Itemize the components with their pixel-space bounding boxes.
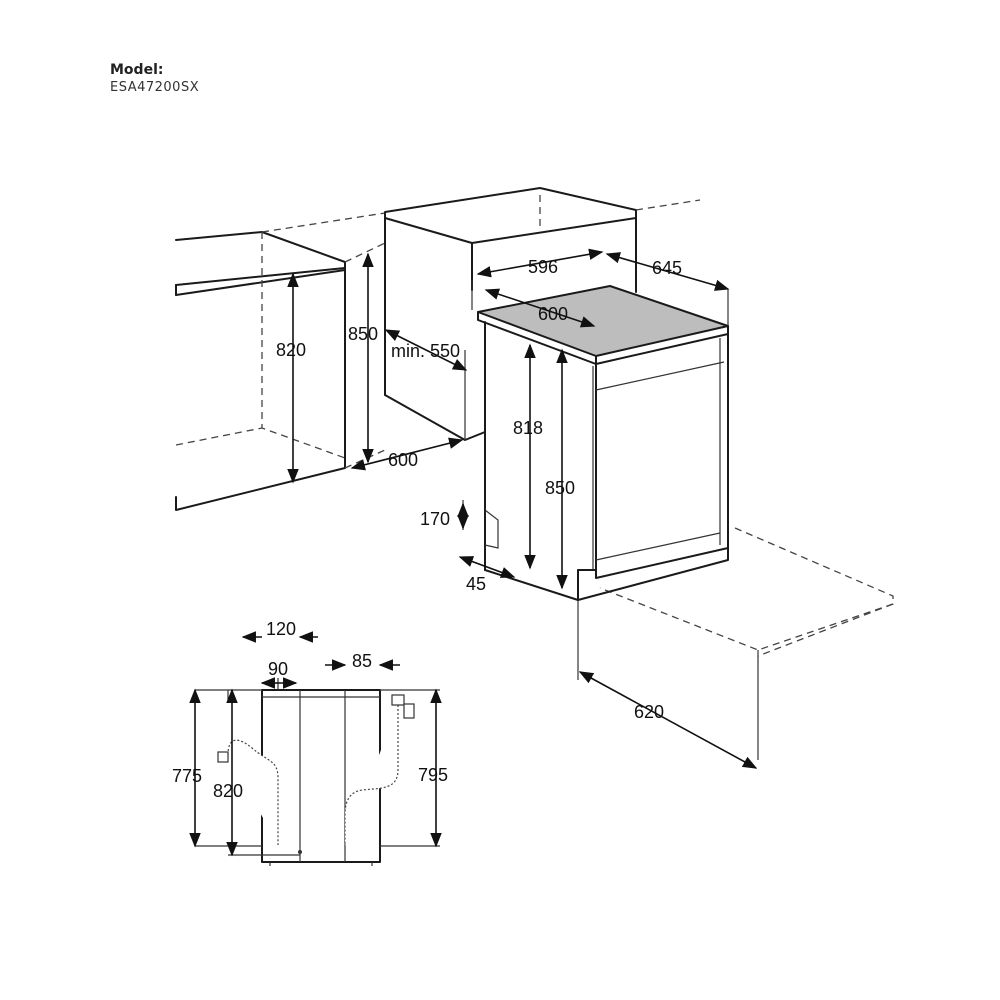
dim-appliance-width: 596 — [528, 257, 558, 277]
dim-side-820: 820 — [213, 781, 243, 801]
dim-plinth-height: 170 — [420, 509, 450, 529]
dim-side-775: 775 — [172, 766, 202, 786]
model-label: Model: — [110, 62, 164, 78]
worktop-plate — [477, 285, 729, 357]
dim-niche-width: 600 — [388, 450, 418, 470]
side-view-dimension-lines — [189, 631, 442, 857]
dim-plinth-depth: 45 — [466, 574, 486, 594]
dim-appliance-top-width: 600 — [538, 304, 568, 324]
dim-appliance-height-no-top: 818 — [513, 418, 543, 438]
dim-niche-height-outer: 850 — [348, 324, 378, 344]
dim-side-795: 795 — [418, 765, 448, 785]
dim-door-open-depth: 620 — [634, 702, 664, 722]
dim-niche-depth-min: min. 550 — [391, 341, 460, 361]
model-number: ESA47200SX — [110, 80, 200, 95]
dishwasher-appliance — [477, 285, 729, 601]
dim-side-120: 120 — [266, 619, 296, 639]
left-cabinet — [175, 212, 386, 511]
dim-appliance-height: 850 — [545, 478, 575, 498]
floor-outline — [577, 527, 894, 760]
dim-side-90: 90 — [268, 659, 288, 679]
dim-side-85: 85 — [352, 651, 372, 671]
side-view — [195, 678, 440, 866]
dim-appliance-depth: 645 — [652, 258, 682, 278]
dim-niche-height: 820 — [276, 340, 306, 360]
dimension-lines — [287, 248, 758, 769]
